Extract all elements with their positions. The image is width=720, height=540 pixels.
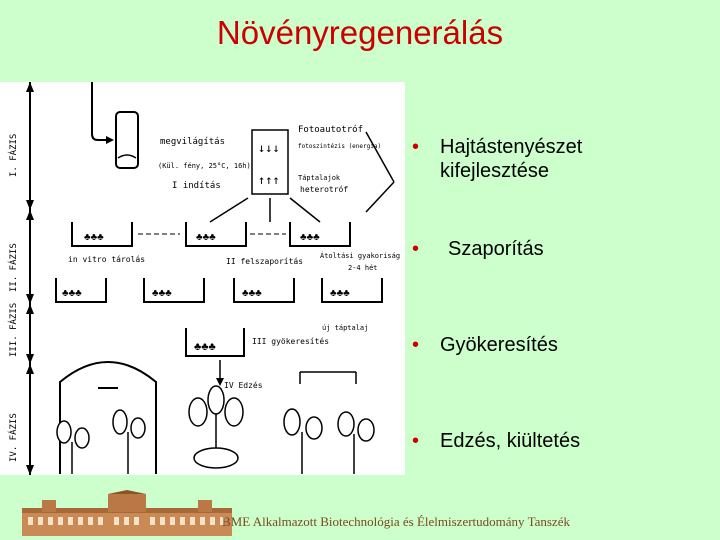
annotation-in-vitro: in vitro tárolás [68,255,145,264]
footer: BME Alkalmazott Biotechnológia és Élelmi… [0,484,720,540]
svg-text:♣♣♣: ♣♣♣ [330,288,350,299]
svg-text:♣♣♣: ♣♣♣ [300,232,320,243]
svg-text:♣♣♣: ♣♣♣ [84,232,104,243]
svg-text:↓↓↓: ↓↓↓ [258,141,280,155]
bullet-hardening: • Edzés, kiültetés [412,429,712,453]
bullet-marker: • [412,136,420,158]
annotation-gyokeresites: III gyökeresítés [252,336,329,346]
annotation-fotoautotrof: Fotoautotróf [298,124,363,135]
svg-text:♣♣♣: ♣♣♣ [196,232,216,243]
bullet-marker: • [412,238,420,260]
bullet-text: Gyökeresítés [440,334,558,356]
bullet-text: Edzés, kiültetés [440,430,581,452]
bullet-text-line1: Hajtástenyészet [440,136,583,158]
slide-title: Növényregenerálás [216,14,504,51]
annotation-heterotrof: heterotróf [300,184,348,194]
phase-label-2: II. FÁZIS [7,243,19,292]
annotation-edzes: IV Edzés [224,380,263,390]
bullet-propagation: • Szaporítás [412,237,712,261]
annotation-atoltasi: Átoltási gyakoriság [320,251,400,260]
annotation-conditions: (Kül. fény, 25°C, 16h) [158,162,251,170]
bullet-marker: • [412,430,420,452]
svg-text:♣♣♣: ♣♣♣ [194,341,216,353]
annotation-i-inditas: I indítás [172,181,221,191]
svg-text:♣♣♣: ♣♣♣ [152,288,172,299]
phase-label-3: III. FÁZIS [7,303,19,357]
bullet-marker: • [412,334,420,356]
annotation-felszaporitas: II felszaporítás [226,257,303,266]
phase-label-1: I. FÁZIS [7,134,19,177]
annotation-ujtaptalaj: új táptalaj [322,324,368,332]
bullet-text-line2: kifejlesztése [440,160,549,182]
bullet-shoot-culture: • Hajtástenyészet kifejlesztése [412,135,712,183]
regeneration-diagram: I. FÁZIS II. FÁZIS III. FÁZIS IV. FÁZIS … [0,82,405,475]
footer-department: BME Alkalmazott Biotechnológia és Élelmi… [222,514,570,529]
svg-text:↑↑↑: ↑↑↑ [258,173,280,187]
bullet-list: • Hajtástenyészet kifejlesztése • Szapor… [412,125,712,465]
annotation-megvilagitas: megvilágítás [160,137,225,147]
bme-building-logo [22,490,232,536]
annotation-fotoszintezis: fotoszintézis (energia) [298,143,381,150]
bullet-rooting: • Gyökeresítés [412,333,712,357]
svg-text:♣♣♣: ♣♣♣ [242,288,262,299]
phase-label-4: IV. FÁZIS [7,413,19,462]
annotation-weeks: 2-4 hét [348,264,378,272]
svg-text:♣♣♣: ♣♣♣ [62,288,82,299]
diagram-svg: I. FÁZIS II. FÁZIS III. FÁZIS IV. FÁZIS … [7,82,400,475]
bullet-text: Szaporítás [448,238,544,260]
annotation-taptalajok: Táptalajok [298,174,341,182]
